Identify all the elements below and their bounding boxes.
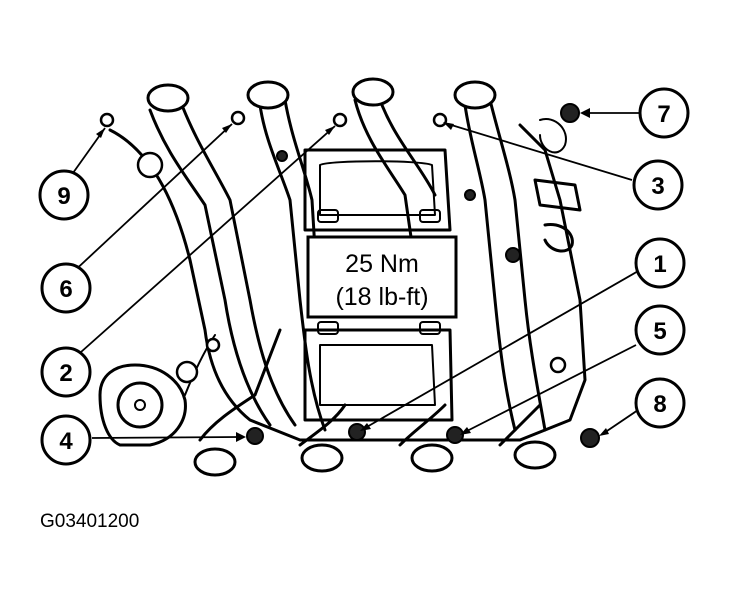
svg-text:1: 1 <box>653 251 666 278</box>
manifold-bolts <box>99 103 600 448</box>
leader-lines <box>67 108 641 442</box>
callout-9: 9 <box>38 169 90 221</box>
svg-text:9: 9 <box>57 183 70 210</box>
callout-8: 8 <box>634 377 686 429</box>
figure-code: G03401200 <box>40 511 139 532</box>
callout-1: 1 <box>634 237 686 289</box>
svg-text:5: 5 <box>653 318 666 345</box>
svg-text:3: 3 <box>651 173 664 200</box>
svg-text:2: 2 <box>59 360 72 387</box>
torque-spec-nm: 25 Nm <box>345 250 419 278</box>
torque-spec-lbft: (18 lb-ft) <box>335 283 428 311</box>
svg-text:8: 8 <box>653 391 666 418</box>
callout-5: 5 <box>634 304 686 356</box>
callout-4: 4 <box>40 414 92 466</box>
svg-text:7: 7 <box>657 101 670 128</box>
callout-7: 7 <box>638 87 690 139</box>
callout-2: 2 <box>40 346 92 398</box>
torque-spec-box: 25 Nm (18 lb-ft) <box>306 235 458 319</box>
callout-3: 3 <box>632 159 684 211</box>
port-flanges <box>146 77 557 477</box>
callout-6-upper: 6 <box>40 262 92 314</box>
svg-text:4: 4 <box>59 428 73 455</box>
svg-text:6: 6 <box>59 276 72 303</box>
